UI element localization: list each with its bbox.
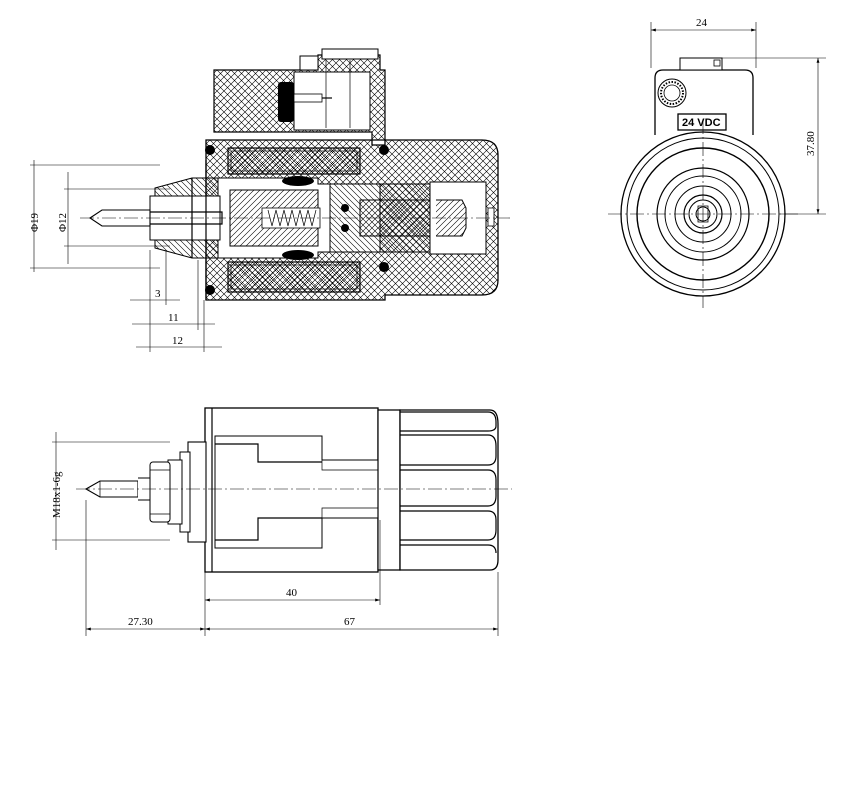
dim-67: 67 (344, 616, 356, 628)
end-view: 24 VDC (608, 57, 798, 308)
dim-dia12: Φ12 (57, 213, 69, 232)
coil-winding-bottom (227, 261, 361, 293)
dim-dia19: Φ19 (29, 212, 41, 232)
dim-24: 24 (696, 17, 708, 29)
logo-seal (657, 78, 687, 108)
coil-winding-top (227, 147, 361, 175)
spring (267, 209, 317, 227)
dim-37-80: 37.80 (805, 131, 817, 156)
seal-black (278, 82, 294, 122)
voltage-label-box (677, 113, 727, 131)
dim-3: 3 (155, 288, 161, 300)
dim-11: 11 (168, 312, 179, 324)
voltage-label: 24 VDC (682, 117, 721, 129)
section-view (80, 48, 510, 301)
knurled-knob (377, 409, 401, 571)
end-view-dimensions: 24 37.80 (650, 17, 826, 215)
dim-thread: M18x1-6g (51, 471, 63, 518)
dim-40: 40 (286, 587, 298, 599)
dim-12: 12 (172, 335, 183, 347)
side-view-dimensions: M18x1-6g 40 27.30 67 (51, 432, 499, 636)
section-dimensions: Φ19 Φ12 3 11 12 (29, 160, 222, 352)
dim-27-30: 27.30 (128, 616, 153, 628)
side-view (76, 407, 512, 573)
